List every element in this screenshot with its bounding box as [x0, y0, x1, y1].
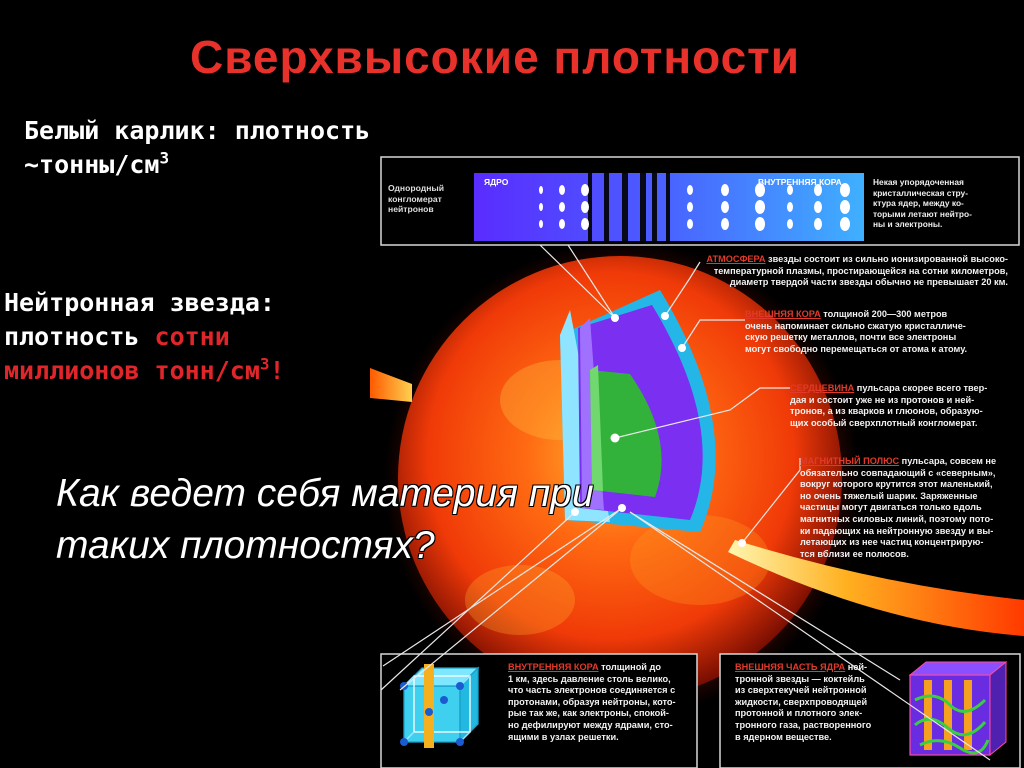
neutron-star-line3: миллионов тонн/см3!	[4, 354, 285, 388]
strip-nucleus	[581, 184, 589, 196]
bottom-right-text: ВНЕШНЯЯ ЧАСТЬ ЯДРА ней- тронной звезды —…	[735, 662, 871, 743]
top-panel-right-text: Некая упорядоченная кристаллическая стру…	[873, 177, 972, 230]
strip-nucleus	[814, 218, 822, 230]
white-dwarf-line1: Белый карлик: плотность	[24, 116, 371, 145]
strip-nucleus	[559, 219, 565, 229]
neutron-star-red2: миллионов тонн/см	[4, 356, 260, 385]
callout-atmosphere-text: звезды состоит из сильно ионизированной …	[713, 254, 1008, 288]
right-polar-beam	[728, 540, 1024, 636]
strip-nucleus	[539, 186, 543, 194]
callout-core-title: СЕРДЦЕВИНА	[790, 383, 855, 393]
strip-nucleus	[687, 219, 693, 229]
neutron-star-line1: Нейтронная звезда:	[4, 288, 275, 317]
bottom-left-text: ВНУТРЕННЯЯ КОРА толщиной до 1 км, здесь …	[508, 662, 676, 743]
callout-outer-crust-text: толщиной 200—300 метров очень напоминает…	[745, 309, 968, 354]
callout-core-text: пульсара скорее всего твер- дая и состои…	[790, 383, 988, 428]
star-cutaway	[560, 290, 716, 532]
top-panel-left-label: Однородный конгломерат нейтронов	[388, 183, 445, 214]
strip-nucleus	[755, 217, 765, 231]
bottom-right-title: ВНЕШНЯЯ ЧАСТЬ ЯДРА	[735, 662, 846, 672]
top-panel-crust-label: ВНУТРЕННЯЯ КОРА	[758, 177, 842, 187]
callout-outer-crust: ВНЕШНЯЯ КОРА толщиной 200—300 метров оче…	[745, 309, 967, 355]
strip-band	[622, 173, 628, 241]
strip-nucleus	[814, 184, 822, 196]
question-line1: Как ведет себя материя при	[56, 472, 594, 515]
strip-nucleus	[840, 200, 850, 214]
leader-lines	[380, 244, 991, 761]
strip-nucleus	[787, 219, 793, 229]
white-dwarf-line2: ~тонны/см3	[24, 148, 370, 182]
neutron-star-sup: 3	[259, 354, 270, 374]
callout-core: СЕРДЦЕВИНА пульсара скорее всего твер- д…	[790, 383, 987, 429]
callout-atmosphere-title: АТМОСФЕРА	[706, 254, 766, 264]
strip-nucleus	[755, 183, 765, 197]
strip-band	[604, 173, 609, 241]
callout-outer-crust-title: ВНЕШНЯЯ КОРА	[745, 309, 821, 319]
page-title: Сверхвысокие плотности	[189, 31, 800, 83]
strip-nucleus	[687, 185, 693, 195]
lattice-cube-icon	[400, 664, 480, 748]
strip-nucleus	[721, 184, 729, 196]
callout-magnetic-pole: МАГНИТНЫЙ ПОЛЮС пульсара, совсем не обяз…	[800, 456, 996, 560]
callout-magnetic-pole-title: МАГНИТНЫЙ ПОЛЮС	[800, 456, 900, 466]
question-line2: таких плотностях?	[56, 524, 435, 567]
strip-nucleus	[755, 200, 765, 214]
bottom-left-title: ВНУТРЕННЯЯ КОРА	[508, 662, 599, 672]
quark-cube-icon	[908, 660, 1008, 757]
callout-atmosphere: АТМОСФЕРА звезды состоит из сильно иониз…	[690, 254, 1008, 289]
strip-nucleus	[787, 202, 793, 212]
neutron-star-exclaim: !	[269, 356, 285, 385]
strip-nucleus	[840, 217, 850, 231]
strip-band	[652, 173, 657, 241]
callout-magnetic-pole-text: пульсара, совсем не обязательно совпадаю…	[800, 456, 997, 559]
strip-band	[640, 173, 646, 241]
left-polar-beam	[370, 368, 412, 402]
strip-nucleus	[581, 218, 589, 230]
question-text: Как ведет себя материя при таких плотнос…	[56, 468, 594, 572]
strip-band	[588, 173, 592, 241]
strip-nucleus	[559, 185, 565, 195]
strip-nucleus	[721, 218, 729, 230]
strip-nucleus	[539, 220, 543, 228]
neutron-star-red1: сотни	[154, 322, 230, 351]
strip-nucleus	[687, 202, 693, 212]
leader-dots	[571, 312, 746, 547]
top-panel-core-label: ЯДРО	[484, 177, 509, 187]
neutron-star-prefix: плотность	[4, 322, 155, 351]
neutron-star-text: Нейтронная звезда: плотность сотни милли…	[4, 286, 285, 388]
bottom-left-body: толщиной до 1 км, здесь давление столь в…	[508, 662, 676, 742]
strip-nucleus	[559, 202, 565, 212]
neutron-star-line2: плотность сотни	[4, 320, 285, 354]
white-dwarf-sup: 3	[159, 148, 170, 168]
strip-nucleus	[721, 201, 729, 213]
strip-nucleus	[840, 183, 850, 197]
strip-nucleus	[539, 203, 543, 211]
white-dwarf-text: Белый карлик: плотность ~тонны/см3	[24, 114, 370, 182]
white-dwarf-density: ~тонны/см	[24, 150, 160, 179]
bottom-right-body: ней- тронной звезды — коктейль из сверхт…	[735, 662, 872, 742]
strip-band	[666, 173, 670, 241]
strip-nucleus	[814, 201, 822, 213]
strip-nucleus	[787, 185, 793, 195]
strip-nucleus	[581, 201, 589, 213]
